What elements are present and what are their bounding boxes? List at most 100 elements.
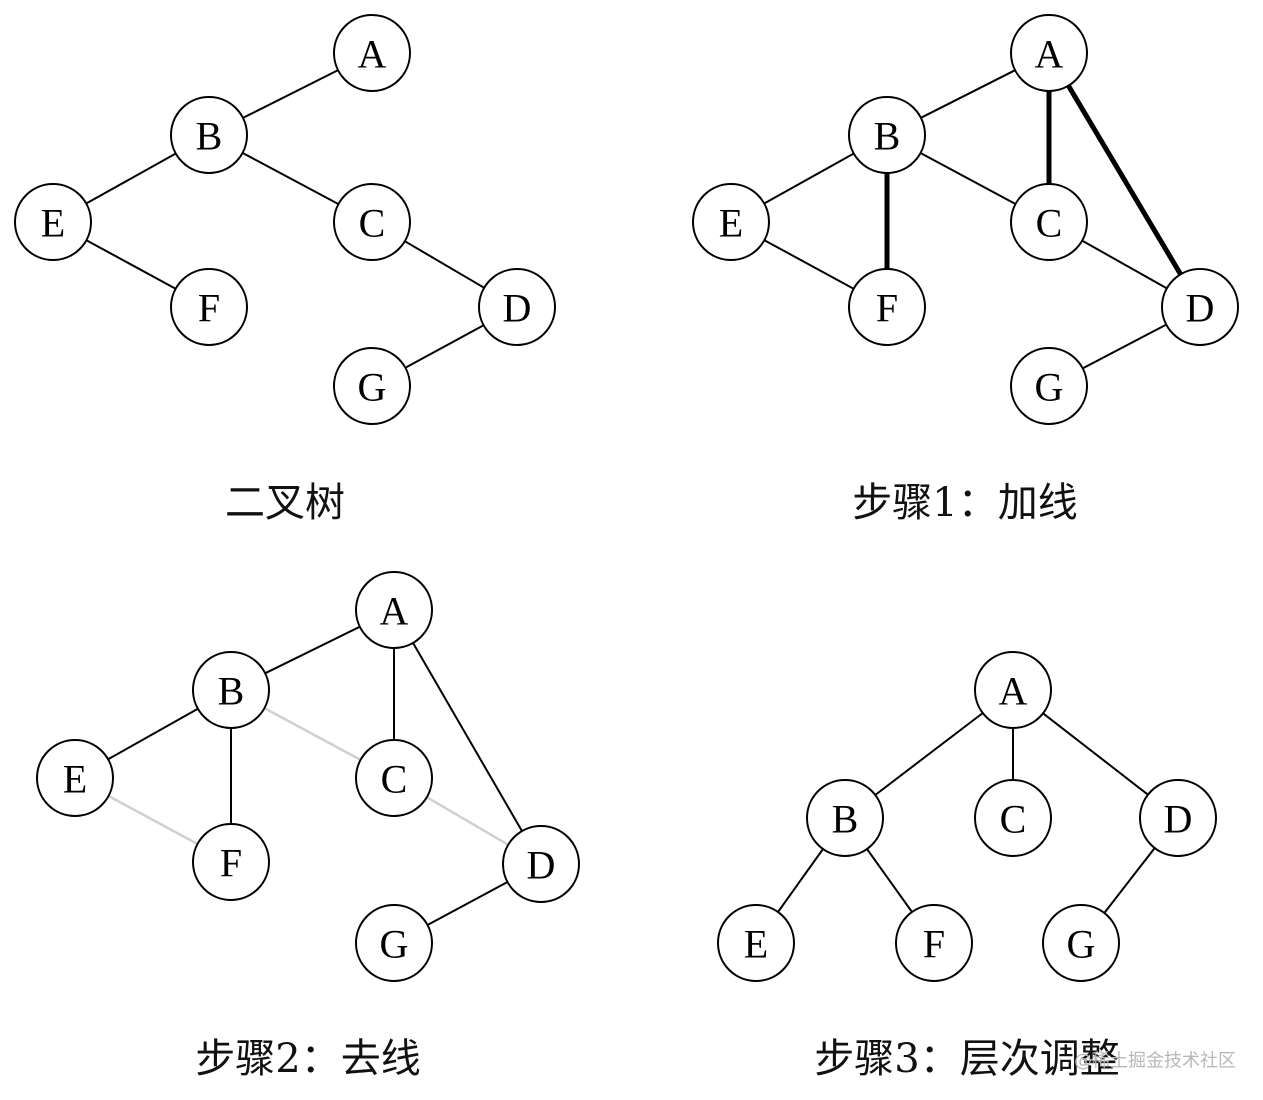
edge-b-c	[919, 152, 1017, 205]
nodes: A B C D E F G	[14, 14, 556, 425]
node-circle	[974, 779, 1052, 857]
node-label: C	[1036, 201, 1063, 246]
panel-step2-remove-lines: A B C D E F G	[36, 571, 580, 982]
node-label: F	[876, 286, 898, 331]
panel-step3-level-adjust: A B C D E F G	[717, 651, 1217, 982]
node-circle	[1010, 183, 1088, 261]
node-label: E	[41, 201, 65, 246]
node-label: G	[1035, 365, 1064, 410]
edge-b-c	[241, 151, 340, 206]
node-g: G	[355, 904, 433, 982]
node-d: D	[502, 825, 580, 903]
node-b: B	[806, 779, 884, 857]
node-label: E	[744, 922, 768, 967]
node-label: A	[1035, 32, 1064, 77]
node-circle	[806, 779, 884, 857]
edge-d-g	[426, 881, 509, 926]
node-circle	[478, 268, 556, 346]
caption-step3-level-adjust: 步骤3：层次调整	[814, 1036, 1119, 1082]
edge-b-e	[777, 848, 824, 913]
node-circle	[170, 268, 248, 346]
node-c: C	[333, 183, 411, 261]
edge-a-b	[919, 69, 1017, 119]
caption-step2-remove-lines: 步骤2：去线	[195, 1036, 420, 1082]
node-g: G	[333, 347, 411, 425]
node-circle	[692, 183, 770, 261]
edge-b-e	[763, 152, 855, 205]
node-circle	[717, 904, 795, 982]
edge-c-d-removed	[425, 795, 510, 847]
node-circle	[502, 825, 580, 903]
node-label: C	[1000, 797, 1027, 842]
node-circle	[848, 96, 926, 174]
edge-e-f-removed	[107, 794, 199, 846]
node-circle	[192, 823, 270, 901]
node-label: F	[220, 841, 242, 886]
edge-a-b	[874, 712, 984, 796]
node-c: C	[1010, 183, 1088, 261]
node-a: A	[1010, 14, 1088, 92]
node-d: D	[478, 268, 556, 346]
node-circle	[1010, 14, 1088, 92]
node-b: B	[848, 96, 926, 174]
node-label: A	[380, 589, 409, 634]
node-e: E	[717, 904, 795, 982]
node-a: A	[974, 651, 1052, 729]
nodes: A B C D E F G	[717, 651, 1217, 982]
node-circle	[848, 268, 926, 346]
edge-a-b	[264, 625, 361, 675]
node-circle	[36, 739, 114, 817]
node-label: G	[380, 922, 409, 967]
node-label: E	[63, 757, 87, 802]
caption-binary-tree: 二叉树	[225, 480, 345, 526]
node-label: F	[923, 922, 945, 967]
node-b: B	[192, 651, 270, 729]
node-label: B	[196, 114, 223, 159]
panel-binary-tree: A B C D E F G	[14, 14, 556, 425]
edge-a-d	[412, 641, 523, 833]
node-label: B	[874, 114, 901, 159]
edge-b-c-removed	[263, 706, 362, 762]
node-label: A	[358, 32, 387, 77]
edge-e-f	[85, 239, 177, 290]
node-a: A	[355, 571, 433, 649]
edge-c-d	[403, 240, 486, 289]
edge-b-f	[866, 848, 913, 913]
node-f: F	[170, 268, 248, 346]
node-label: A	[999, 669, 1028, 714]
node-e: E	[14, 183, 92, 261]
node-circle	[170, 96, 248, 174]
node-circle	[333, 183, 411, 261]
nodes: A B C D E F G	[692, 14, 1239, 425]
node-c: C	[974, 779, 1052, 857]
node-label: C	[359, 201, 386, 246]
node-label: G	[1067, 922, 1096, 967]
edges	[777, 712, 1156, 914]
edge-d-g	[1081, 323, 1168, 370]
edge-b-e	[107, 707, 199, 761]
edges	[107, 625, 523, 926]
node-circle	[14, 183, 92, 261]
node-circle	[974, 651, 1052, 729]
node-label: E	[719, 201, 743, 246]
nodes: A B C D E F G	[36, 571, 580, 982]
node-label: D	[1186, 286, 1215, 331]
caption-step1-add-lines: 步骤1：加线	[852, 480, 1077, 526]
node-circle	[895, 904, 973, 982]
node-circle	[333, 347, 411, 425]
node-b: B	[170, 96, 248, 174]
node-label: C	[381, 757, 408, 802]
node-f: F	[895, 904, 973, 982]
edge-a-b	[241, 69, 340, 119]
node-d: D	[1139, 779, 1217, 857]
node-circle	[355, 739, 433, 817]
node-label: B	[218, 669, 245, 714]
node-label: G	[358, 365, 387, 410]
panel-step1-add-lines: A B C D E F G	[692, 14, 1239, 425]
node-d: D	[1161, 268, 1239, 346]
node-e: E	[36, 739, 114, 817]
edges	[85, 69, 486, 369]
node-f: F	[192, 823, 270, 901]
node-circle	[1010, 347, 1088, 425]
